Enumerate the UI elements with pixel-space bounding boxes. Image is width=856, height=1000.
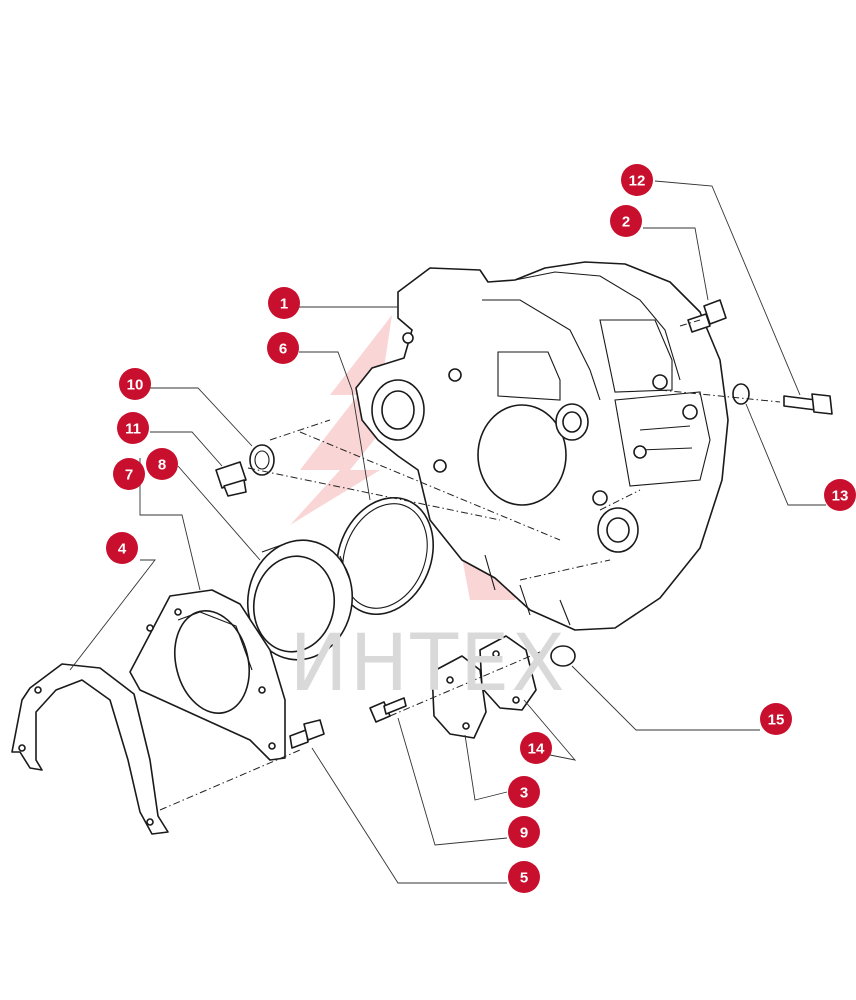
assembly-centerlines — [159, 319, 781, 811]
rear-oil-seal — [246, 539, 354, 661]
callout-label: 10 — [127, 377, 144, 394]
callout-12: 12 — [621, 164, 653, 196]
callout-label: 11 — [125, 421, 141, 438]
callout-circle — [508, 816, 540, 848]
callout-label: 12 — [629, 173, 646, 190]
callout-10: 10 — [119, 368, 151, 400]
callout-label: 1 — [280, 296, 288, 313]
callout-label: 15 — [768, 712, 785, 729]
callout-circle — [119, 368, 151, 400]
callout-circle — [146, 448, 178, 480]
plug-washer — [249, 444, 275, 476]
callout-circle — [824, 479, 856, 511]
callout-circle — [610, 205, 642, 237]
callout-7: 7 — [113, 458, 145, 490]
callout-circle — [106, 532, 138, 564]
callout-circle — [760, 703, 792, 735]
callout-11: 11 — [117, 412, 149, 444]
callout-label: 6 — [279, 341, 287, 358]
flywheel-housing — [355, 261, 729, 631]
callout-circle — [508, 776, 540, 808]
seal-carrier-gasket — [11, 663, 169, 835]
o-ring-seal — [335, 496, 435, 616]
callout-5: 5 — [508, 861, 540, 893]
callout-circle — [268, 287, 300, 319]
callout-13: 13 — [824, 479, 856, 511]
callout-6: 6 — [267, 332, 299, 364]
callout-label: 2 — [622, 214, 630, 231]
washer — [732, 383, 750, 405]
housing-bolt — [687, 299, 727, 333]
callout-label: 13 — [832, 488, 849, 505]
callout-label: 7 — [125, 467, 133, 484]
callout-label: 3 — [520, 785, 528, 802]
cover-plate-gasket — [479, 635, 537, 711]
callout-circle — [267, 332, 299, 364]
cover-plate — [431, 655, 487, 739]
drain-plug — [215, 461, 247, 497]
carrier-screw — [289, 719, 325, 749]
cap-plug — [550, 645, 576, 667]
long-bolt — [783, 393, 833, 415]
callout-8: 8 — [146, 448, 178, 480]
callout-15: 15 — [760, 703, 792, 735]
callout-circle — [621, 164, 653, 196]
callout-1: 1 — [268, 287, 300, 319]
callout-circle — [117, 412, 149, 444]
callout-label: 4 — [118, 541, 127, 558]
leader-lines — [69, 180, 826, 884]
watermark-text: ИНТЕХ — [289, 619, 566, 709]
callout-label: 8 — [158, 457, 166, 474]
callout-2: 2 — [610, 205, 642, 237]
callout-circle — [113, 458, 145, 490]
seal-carrier-plate — [129, 589, 286, 761]
callout-3: 3 — [508, 776, 540, 808]
callout-label: 9 — [520, 825, 528, 842]
callout-9: 9 — [508, 816, 540, 848]
callout-circle — [508, 861, 540, 893]
callout-4: 4 — [106, 532, 138, 564]
callout-14: 14 — [520, 732, 552, 764]
callout-circle — [520, 732, 552, 764]
callout-label: 5 — [520, 870, 528, 887]
callout-label: 14 — [528, 741, 545, 758]
